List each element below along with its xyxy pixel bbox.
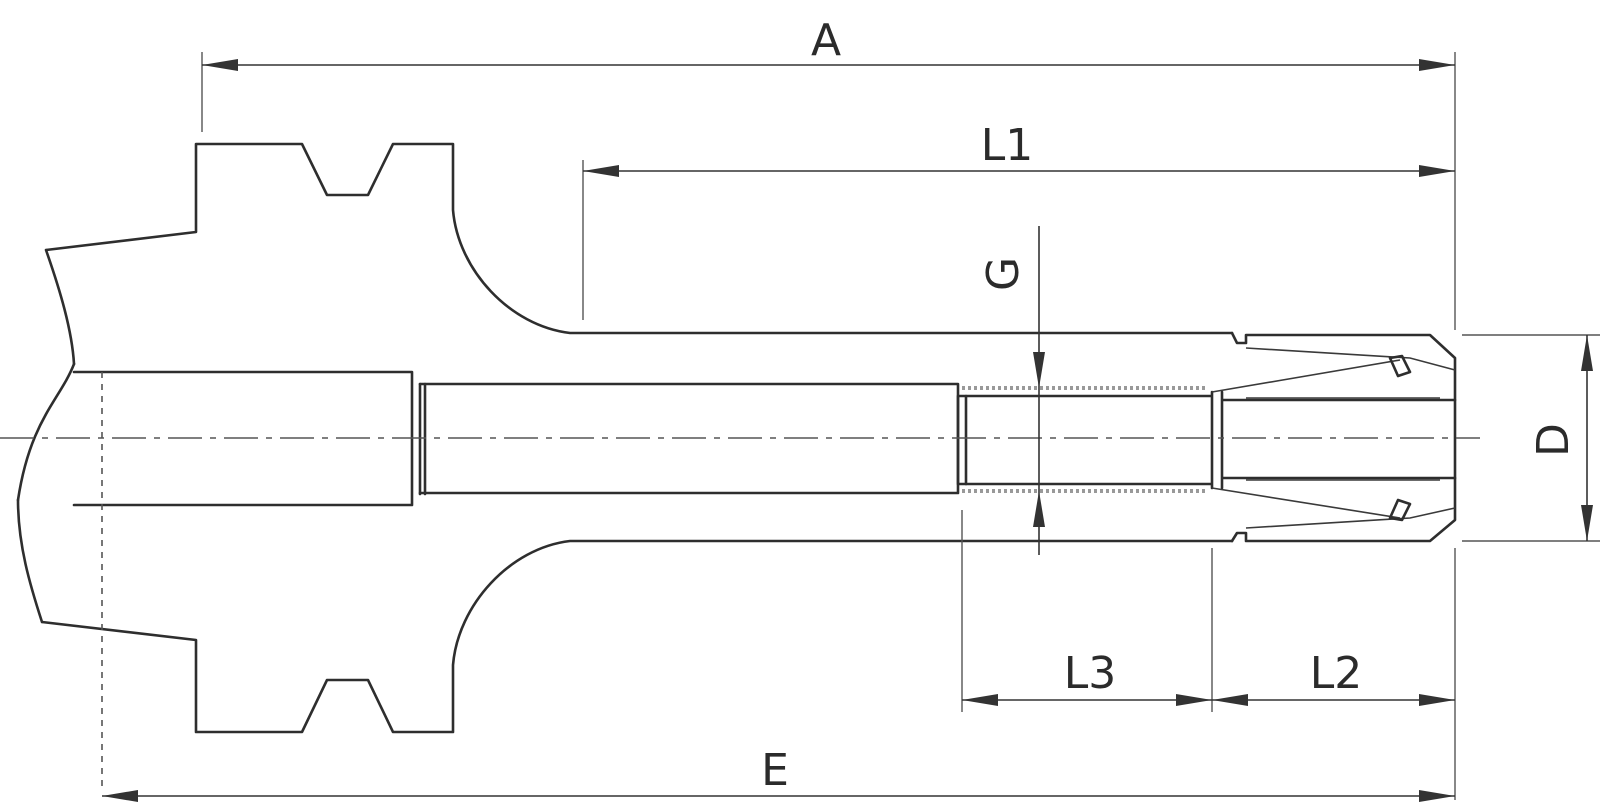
collet-taper-bottom [1211,487,1456,529]
threaded-section [956,390,1214,490]
holder-body-outline [16,142,1234,734]
collet-inner-bore [1220,390,1457,490]
collet-slot-top [1388,354,1412,378]
collet-taper-top [1211,347,1456,393]
label-g: G [978,257,1029,291]
label-e: E [761,745,789,796]
flange-bottom-contour [16,498,1234,734]
label-l1: L1 [981,120,1034,171]
dimension-d: D [1462,334,1600,542]
dimension-l2: L2 [1212,548,1456,800]
dimension-e: E [102,745,1455,802]
dimension-l3: L3 [961,510,1213,712]
cone-left-edge [16,362,76,502]
flange-top-contour [44,142,1234,366]
label-l2: L2 [1310,648,1363,699]
collet-slot-bottom [1388,498,1412,522]
dimension-l1: L1 [582,120,1455,320]
collet-outer [1230,331,1457,543]
dimension-g: G [978,226,1045,555]
label-a: A [811,15,841,66]
collet-nose [1211,331,1457,543]
label-l3: L3 [1064,648,1117,699]
label-d: D [1528,423,1579,457]
dimension-a: A [201,15,1456,330]
